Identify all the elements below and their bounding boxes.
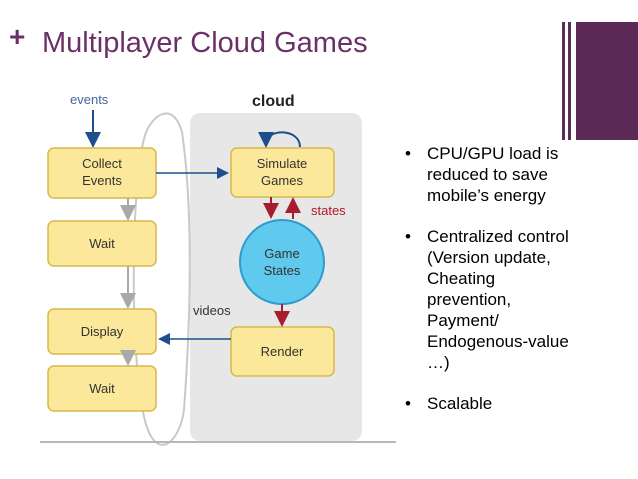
decor-accent-block bbox=[576, 22, 638, 140]
game-states-text-2: States bbox=[264, 263, 301, 278]
wait-text-1: Wait bbox=[89, 236, 115, 251]
cloud-label: cloud bbox=[252, 93, 295, 110]
game-states-text-1: Game bbox=[264, 246, 299, 261]
bullet-list: • CPU/GPU load is reduced to save mobile… bbox=[403, 143, 631, 434]
decor-bar-thin-2 bbox=[568, 22, 571, 140]
bullet-dot-icon: • bbox=[405, 227, 411, 246]
loop-ellipse bbox=[132, 112, 191, 446]
bullet-item-control: • Centralized control (Version update, C… bbox=[403, 226, 631, 373]
decor-bar-thin-1 bbox=[562, 22, 565, 140]
simulate-games-text-2: Games bbox=[261, 173, 303, 188]
slide-title: Multiplayer Cloud Games bbox=[42, 27, 368, 59]
bullet-dot-icon: • bbox=[405, 144, 411, 163]
bullet-text-cpu: CPU/GPU load is reduced to save mobile’s… bbox=[427, 144, 559, 205]
states-label: states bbox=[311, 203, 346, 218]
videos-label: videos bbox=[193, 303, 231, 318]
title-plus-icon: + bbox=[9, 21, 26, 52]
collect-events-text-1: Collect bbox=[82, 156, 122, 171]
bullet-text-control: Centralized control (Version update, Che… bbox=[427, 227, 569, 372]
simulate-self-loop-arrow bbox=[258, 131, 301, 148]
bullet-text-scalable: Scalable bbox=[427, 394, 493, 413]
display-text: Display bbox=[81, 324, 124, 339]
bottom-divider bbox=[40, 441, 396, 443]
events-label: events bbox=[70, 92, 109, 107]
render-box bbox=[230, 326, 335, 377]
wait-box-1 bbox=[47, 220, 157, 267]
game-states-circle bbox=[239, 219, 325, 305]
wait-text-2: Wait bbox=[89, 381, 115, 396]
bullet-item-scalable: • Scalable bbox=[403, 393, 631, 414]
wait-box-2 bbox=[47, 365, 157, 412]
collect-events-text-2: Events bbox=[82, 173, 122, 188]
display-box bbox=[47, 308, 157, 355]
render-text: Render bbox=[261, 344, 304, 359]
simulate-games-text-1: Simulate bbox=[257, 156, 308, 171]
simulate-games-box bbox=[230, 147, 335, 198]
bullet-dot-icon: • bbox=[405, 394, 411, 413]
bullet-item-cpu: • CPU/GPU load is reduced to save mobile… bbox=[403, 143, 631, 206]
